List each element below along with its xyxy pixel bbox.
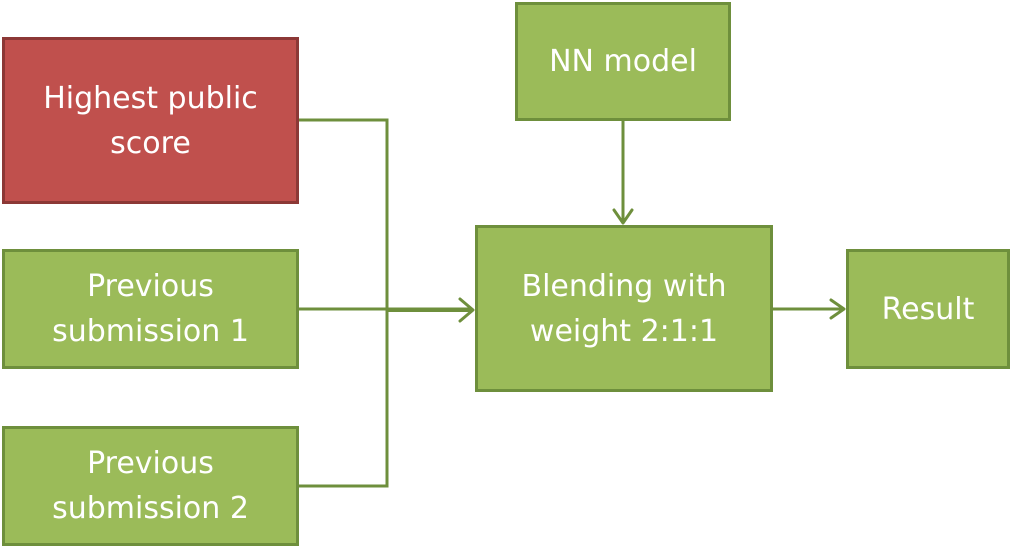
node-result-label: Result <box>881 291 975 327</box>
node-nn-model-label: NN model <box>549 44 697 79</box>
node-nn-model: NN model <box>515 2 731 121</box>
connector-prev2-to-merge <box>299 310 389 488</box>
arrowhead-into-result <box>829 298 846 320</box>
node-previous-submission-2: Previous submission 2 <box>2 426 299 546</box>
arrowhead-nn-down <box>612 208 634 225</box>
node-blending-label: Blending with weight 2:1:1 <box>521 268 727 349</box>
node-previous-submission-2-label: Previous submission 2 <box>52 446 249 526</box>
node-previous-submission-1-label: Previous submission 1 <box>52 269 249 349</box>
arrowhead-into-blending <box>458 297 475 323</box>
connector-highest-to-merge <box>299 118 389 310</box>
node-highest-public-score-label: Highest public score <box>43 80 258 161</box>
node-result: Result <box>846 249 1010 369</box>
node-highest-public-score: Highest public score <box>2 37 299 204</box>
node-blending: Blending with weight 2:1:1 <box>475 225 773 392</box>
node-previous-submission-1: Previous submission 1 <box>2 249 299 369</box>
